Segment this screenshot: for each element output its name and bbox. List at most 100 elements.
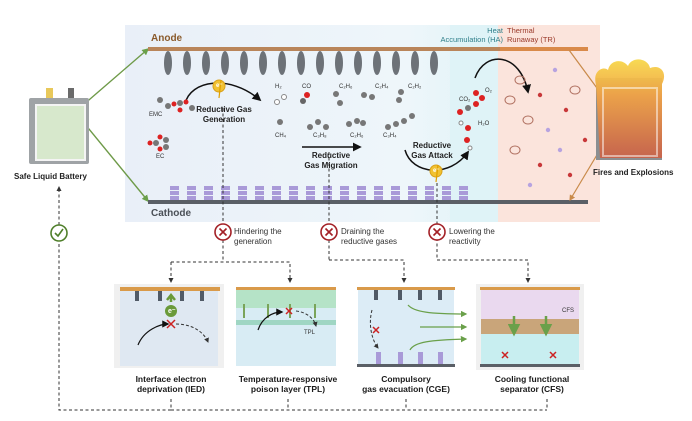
cathode-particle — [306, 191, 315, 195]
debris-particle — [527, 182, 533, 188]
strategy-lowering-line-1: Lowering the — [449, 227, 495, 236]
graphite-particle — [297, 51, 305, 75]
cathode-particle — [204, 186, 213, 190]
strategy-lowering: Lowering the reactivity — [449, 227, 495, 247]
cathode-particle — [289, 186, 298, 190]
cathode-particle — [340, 186, 349, 190]
gas-label-ch4: CH₄ — [275, 133, 287, 139]
cathode-particle — [221, 191, 230, 195]
graphite-particle — [411, 51, 419, 75]
caption-tpl: Temperature-responsive poison layer (TPL… — [226, 374, 350, 394]
cathode-particle — [374, 191, 383, 195]
cross-icon-draining — [320, 223, 338, 241]
strategy-draining: Draining the reductive gases — [341, 227, 397, 247]
cathode-bar — [148, 200, 588, 204]
cathode-particle — [442, 186, 451, 190]
solvent-emc-label: EMC — [149, 112, 163, 118]
panel-ied — [114, 284, 224, 368]
cathode-particle — [408, 186, 417, 190]
graphite-particle — [221, 51, 229, 75]
graphite-particle — [202, 51, 210, 75]
debris-particle — [569, 85, 581, 95]
debris-particle — [567, 172, 573, 178]
panel-cfs-tag: CFS — [562, 308, 574, 314]
cathode-particle — [255, 186, 264, 190]
cathode-particle — [255, 191, 264, 195]
debris-particle — [504, 95, 516, 105]
panel-cge — [357, 287, 468, 367]
graphite-particle — [392, 51, 400, 75]
oxidant-molecules — [457, 90, 485, 151]
gas-molecules — [274, 89, 415, 130]
oxidant-label-o2: O₂ — [485, 88, 492, 94]
reductive-gas-migration-label: Reductive Gas Migration — [296, 151, 366, 171]
cathode-particle — [289, 196, 298, 200]
caption-tpl-line-2: poison layer (TPL) — [250, 384, 326, 394]
panel-tpl — [236, 287, 336, 366]
gas-label-c3h4: C₃H₄ — [383, 133, 397, 139]
graphite-particle — [430, 51, 438, 75]
cross-icon-generation — [214, 223, 232, 241]
anode-label: Anode — [151, 33, 183, 44]
molecule-emc — [157, 97, 195, 113]
gas-label-c2h4: C₂H₄ — [375, 84, 389, 90]
caption-cge-line-2: gas evacuation (CGE) — [362, 384, 450, 394]
cathode-particle — [238, 191, 247, 195]
cathode-particle — [272, 196, 281, 200]
safe-battery-label: Safe Liquid Battery — [14, 172, 87, 181]
gas-label-h2: H₂ — [275, 84, 282, 90]
cathode-particle — [391, 186, 400, 190]
cathode-particle — [459, 186, 468, 190]
strategy-hindering: Hindering the generation — [234, 227, 282, 247]
graphite-particle — [316, 51, 324, 75]
debris-particle — [509, 145, 521, 155]
caption-cfs-line-1: Cooling functional — [494, 374, 570, 384]
cathode-particle — [238, 196, 247, 200]
electron-symbol-generation: e⁻ — [216, 83, 223, 89]
cathode-particle — [289, 191, 298, 195]
gas-label-co: CO — [302, 84, 311, 90]
generation-line-1: Reductive Gas — [196, 105, 252, 114]
graphite-particle — [164, 51, 172, 75]
attack-line-2: Gas Attack — [411, 151, 453, 160]
migration-line-1: Reductive — [311, 151, 351, 160]
generation-line-2: Generation — [202, 115, 246, 124]
debris-particle — [552, 67, 558, 73]
electron-symbol-attack: e⁻ — [433, 168, 440, 174]
caption-tpl-line-1: Temperature-responsive — [238, 374, 338, 384]
debris-particle — [537, 92, 543, 98]
cathode-particle — [204, 191, 213, 195]
cathode-particle — [391, 191, 400, 195]
graphite-particle — [183, 51, 191, 75]
cathode-particle — [357, 186, 366, 190]
cathode-particle — [459, 196, 468, 200]
oxidant-label-h2o: H₂O — [478, 121, 490, 127]
gas-label-c2h6: C₂H₆ — [339, 84, 353, 90]
caption-ied: Interface electron deprivation (IED) — [108, 374, 234, 394]
panel-ied-electron: e⁻ — [168, 308, 176, 315]
graphite-particle — [373, 51, 381, 75]
cross-icon-reactivity — [428, 223, 446, 241]
graphite-particle — [335, 51, 343, 75]
graphite-particle — [354, 51, 362, 75]
battery-tab-positive — [46, 88, 53, 98]
cathode-particle — [357, 191, 366, 195]
cathode-particle — [340, 196, 349, 200]
strategy-draining-line-2: reductive gases — [341, 237, 398, 246]
debris-particle — [537, 162, 543, 168]
cathode-particle — [306, 196, 315, 200]
cathode-particle — [306, 186, 315, 190]
cathode-particle — [459, 191, 468, 195]
migration-line-2: Gas Migration — [304, 161, 358, 170]
cathode-particle — [425, 186, 434, 190]
caption-ied-line-2: deprivation (IED) — [136, 384, 205, 394]
graphite-particle — [278, 51, 286, 75]
fire-flames-icon — [595, 59, 665, 158]
tr-line-2: Runaway (TR) — [507, 35, 556, 44]
cathode-particle — [187, 191, 196, 195]
cathode-particle — [204, 196, 213, 200]
heat-accumulation-zone — [450, 25, 498, 222]
cathode-particle — [323, 186, 332, 190]
thermal-runaway-zone — [498, 25, 600, 222]
